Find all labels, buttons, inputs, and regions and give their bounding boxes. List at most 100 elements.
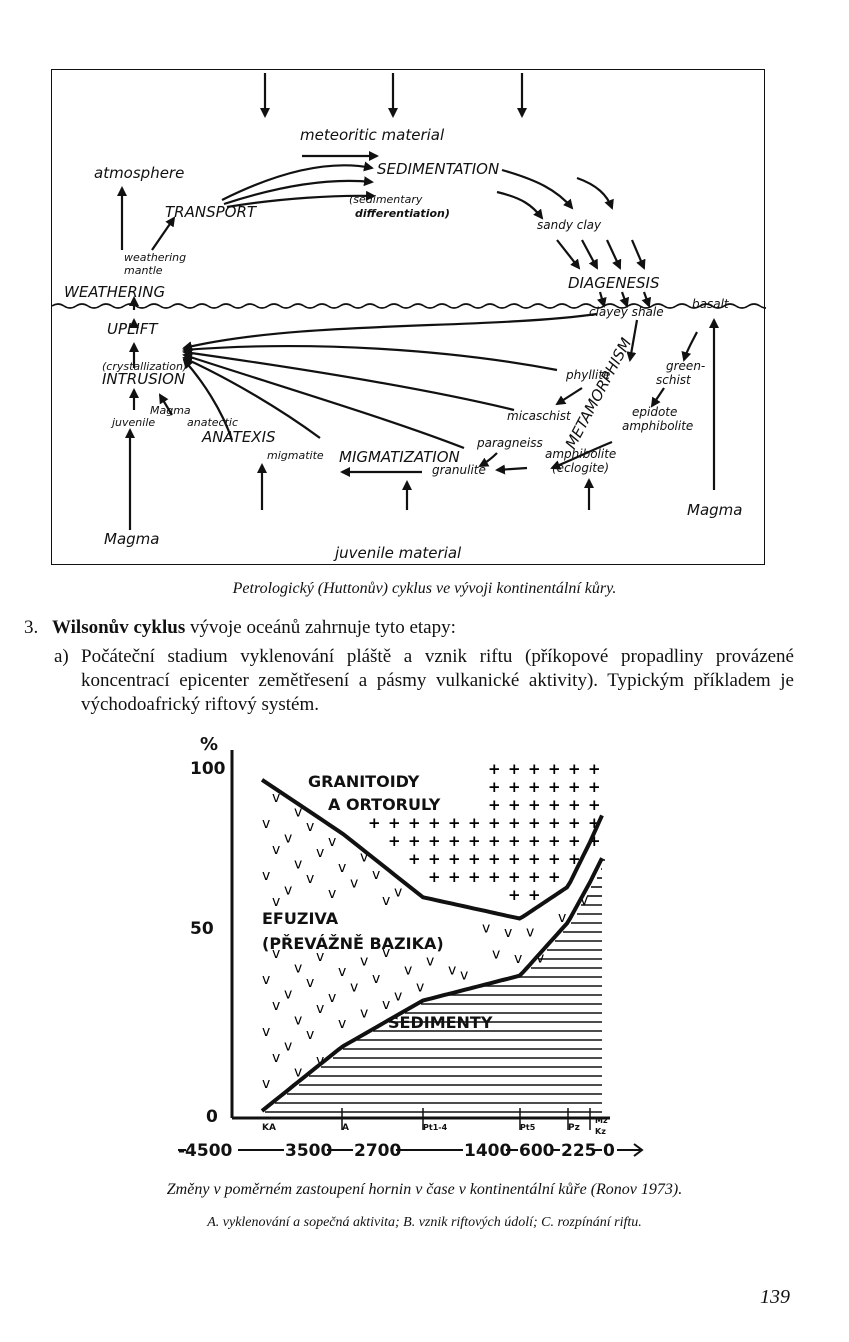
cycle-svg: meteoritic material SEDIMENTATION atmosp… — [52, 73, 766, 562]
label-weathering-mantle-1: weathering — [124, 251, 186, 264]
page-number: 139 — [760, 1286, 790, 1308]
v-mark: v — [580, 893, 588, 909]
plus-mark: + — [548, 868, 561, 886]
label-sedimenty: SEDIMENTY — [388, 1013, 493, 1032]
plus-mark: + — [488, 868, 501, 886]
v-mark: v — [328, 834, 336, 850]
v-mark: v — [306, 1027, 314, 1043]
label-basalt: basalt — [692, 297, 730, 311]
list-item-3: 3.Wilsonův cyklus vývoje oceánů zahrnuje… — [24, 617, 456, 639]
plus-mark: + — [508, 796, 521, 814]
effusive-v-marks: vvvvvvvvvvvvvvvvvvvvvvvvvvvvvvvvvvvvvvvv… — [262, 790, 588, 1092]
plus-mark: + — [548, 796, 561, 814]
v-mark: v — [372, 971, 380, 987]
plus-mark: + — [528, 850, 541, 868]
plus-mark: + — [388, 832, 401, 850]
label-prevazne-bazika: (PŘEVÁŽNĚ BAZIKA) — [262, 934, 444, 953]
v-mark: v — [284, 986, 292, 1002]
plus-mark: + — [488, 760, 501, 778]
plus-mark: + — [528, 796, 541, 814]
v-mark: v — [360, 850, 368, 866]
plus-mark: + — [388, 814, 401, 832]
v-mark: v — [360, 954, 368, 970]
label-transport: TRANSPORT — [165, 203, 258, 221]
label-efuziva: EFUZIVA — [262, 909, 339, 928]
plus-mark: + — [588, 778, 601, 796]
x-tick-225: 225 — [561, 1141, 597, 1161]
era-kz: Kz — [595, 1127, 606, 1136]
label-juvenile-material: juvenile material — [333, 544, 462, 562]
v-mark: v — [284, 1038, 292, 1054]
era-pt14: Pt1-4 — [423, 1123, 448, 1132]
v-mark: v — [306, 871, 314, 887]
v-mark: v — [328, 990, 336, 1006]
plus-mark: + — [448, 832, 461, 850]
plus-mark: + — [568, 760, 581, 778]
v-mark: v — [372, 867, 380, 883]
v-mark: v — [306, 819, 314, 835]
label-phyllite: phyllite — [565, 368, 610, 382]
v-mark: v — [504, 925, 512, 941]
label-a-ortoruly: A ORTORULY — [328, 795, 441, 814]
v-mark: v — [492, 946, 500, 962]
v-mark: v — [514, 951, 522, 967]
v-mark: v — [338, 860, 346, 876]
label-sed-diff-2: differentiation) — [355, 207, 450, 220]
petrologic-cycle-diagram: meteoritic material SEDIMENTATION atmosp… — [51, 69, 766, 565]
plus-mark: + — [508, 850, 521, 868]
v-mark: v — [526, 925, 534, 941]
plus-mark: + — [548, 850, 561, 868]
label-migmatite: migmatite — [267, 449, 324, 462]
v-mark: v — [394, 988, 402, 1004]
plus-mark: + — [408, 850, 421, 868]
label-diagenesis: DIAGENESIS — [568, 274, 660, 292]
era-a: A — [342, 1123, 349, 1133]
plus-mark: + — [468, 814, 481, 832]
plus-mark: + — [568, 778, 581, 796]
plus-mark: + — [428, 832, 441, 850]
v-mark: v — [284, 882, 292, 898]
v-mark: v — [284, 830, 292, 846]
figure-caption-2: Změny v poměrném zastoupení hornin v čas… — [166, 1181, 683, 1198]
y-tick-50: 50 — [190, 919, 214, 939]
plus-mark: + — [488, 850, 501, 868]
plus-mark: + — [508, 778, 521, 796]
v-mark: v — [294, 804, 302, 820]
v-mark: v — [272, 998, 280, 1014]
label-weathering-mantle-2: mantle — [124, 264, 163, 277]
chart-svg: ++++++++++++++++++++++++++++++++++++++++… — [178, 734, 644, 1161]
plus-mark: + — [528, 832, 541, 850]
label-juvenile: juvenile — [110, 416, 155, 429]
y-tick-0: 0 — [206, 1107, 218, 1127]
x-tick-2700: 2700 — [354, 1141, 401, 1161]
v-mark: v — [350, 980, 358, 996]
label-sedimentation: SEDIMENTATION — [377, 160, 499, 178]
label-paragneiss: paragneiss — [476, 436, 543, 450]
v-mark: v — [558, 910, 566, 926]
plus-mark: + — [408, 814, 421, 832]
plus-mark: + — [508, 886, 521, 904]
plus-mark: + — [488, 814, 501, 832]
v-mark: v — [294, 960, 302, 976]
v-mark: v — [262, 816, 270, 832]
plus-mark: + — [528, 886, 541, 904]
plus-mark: + — [588, 760, 601, 778]
label-clayey-shale: clayey shale — [589, 305, 664, 319]
label-magma-small: Magma — [150, 404, 191, 417]
figure-caption-3: A. vyklenování a sopečná aktivita; B. vz… — [207, 1215, 642, 1230]
label-epidote: epidote — [632, 405, 677, 419]
v-mark: v — [272, 946, 280, 962]
v-mark: v — [306, 975, 314, 991]
plus-mark: + — [548, 778, 561, 796]
plus-mark: + — [588, 796, 601, 814]
sub-item-a: a) Počáteční stadium vyklenování pláště … — [54, 645, 794, 717]
plus-mark: + — [528, 814, 541, 832]
v-mark: v — [482, 920, 490, 936]
plus-mark: + — [548, 832, 561, 850]
label-anatectic: anatectic — [187, 416, 238, 429]
label-eclogite: (eclogite) — [552, 461, 609, 475]
plus-mark: + — [448, 814, 461, 832]
v-mark: v — [382, 997, 390, 1013]
v-mark: v — [460, 967, 468, 983]
label-greenschist-1: green- — [666, 359, 705, 373]
